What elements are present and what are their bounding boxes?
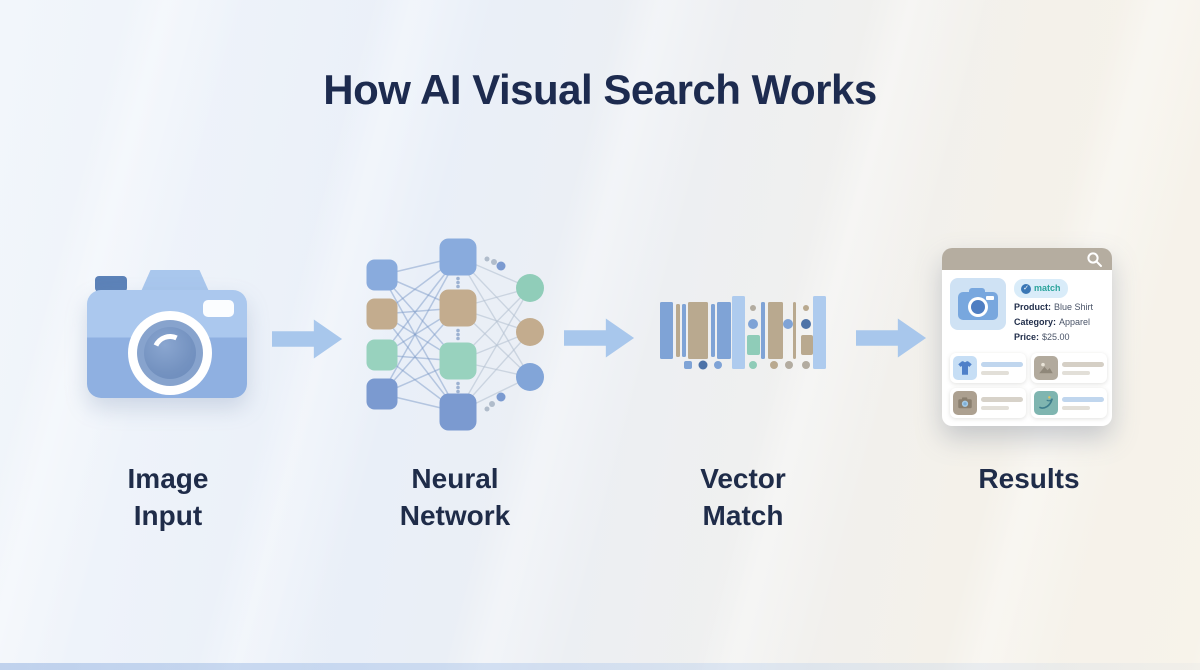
camera-lens bbox=[128, 311, 212, 395]
neural-network-icon bbox=[366, 238, 544, 431]
bird-icon bbox=[1034, 391, 1058, 415]
arrow-icon bbox=[272, 319, 343, 359]
match-badge-label: match bbox=[1034, 283, 1061, 293]
match-badge: ✓ match bbox=[1014, 279, 1068, 298]
result-tile bbox=[950, 353, 1026, 383]
mini-camera-icon bbox=[958, 288, 998, 320]
camera-flash bbox=[203, 300, 234, 317]
result-tile bbox=[1031, 353, 1107, 383]
photo-icon bbox=[1034, 356, 1058, 380]
stage-label-image-input: Image Input bbox=[127, 463, 209, 531]
vector-match-icon bbox=[660, 296, 826, 370]
arrow-icon bbox=[564, 318, 635, 358]
page-title: How AI Visual Search Works bbox=[323, 66, 877, 113]
bottom-accent-strip bbox=[0, 663, 1200, 670]
matched-image-thumb bbox=[950, 278, 1006, 330]
result-tile bbox=[950, 388, 1026, 418]
results-card-header bbox=[942, 248, 1112, 270]
result-tiles-grid bbox=[942, 345, 1112, 426]
match-info: ✓ match Product:Blue Shirt Category:Appa… bbox=[1014, 278, 1093, 345]
product-line: Product:Blue Shirt bbox=[1014, 302, 1094, 312]
price-line: Price:$25.00 bbox=[1014, 332, 1070, 342]
category-line: Category:Apparel bbox=[1014, 317, 1091, 327]
stage-label-results: Results bbox=[978, 463, 1080, 494]
result-tile bbox=[1031, 388, 1107, 418]
camera-shutter-button bbox=[95, 276, 127, 292]
arrow-icon bbox=[856, 318, 927, 358]
stage-label-vector-match: Vector Match bbox=[700, 463, 786, 531]
camera-mini-icon bbox=[953, 391, 977, 415]
search-icon bbox=[1087, 252, 1102, 267]
check-icon: ✓ bbox=[1021, 283, 1031, 294]
tshirt-icon bbox=[953, 356, 977, 380]
camera-icon bbox=[87, 268, 247, 398]
stage-label-neural-network: Neural Network bbox=[399, 463, 511, 531]
match-result-row: ✓ match Product:Blue Shirt Category:Appa… bbox=[942, 270, 1112, 345]
results-card: ✓ match Product:Blue Shirt Category:Appa… bbox=[942, 248, 1112, 426]
